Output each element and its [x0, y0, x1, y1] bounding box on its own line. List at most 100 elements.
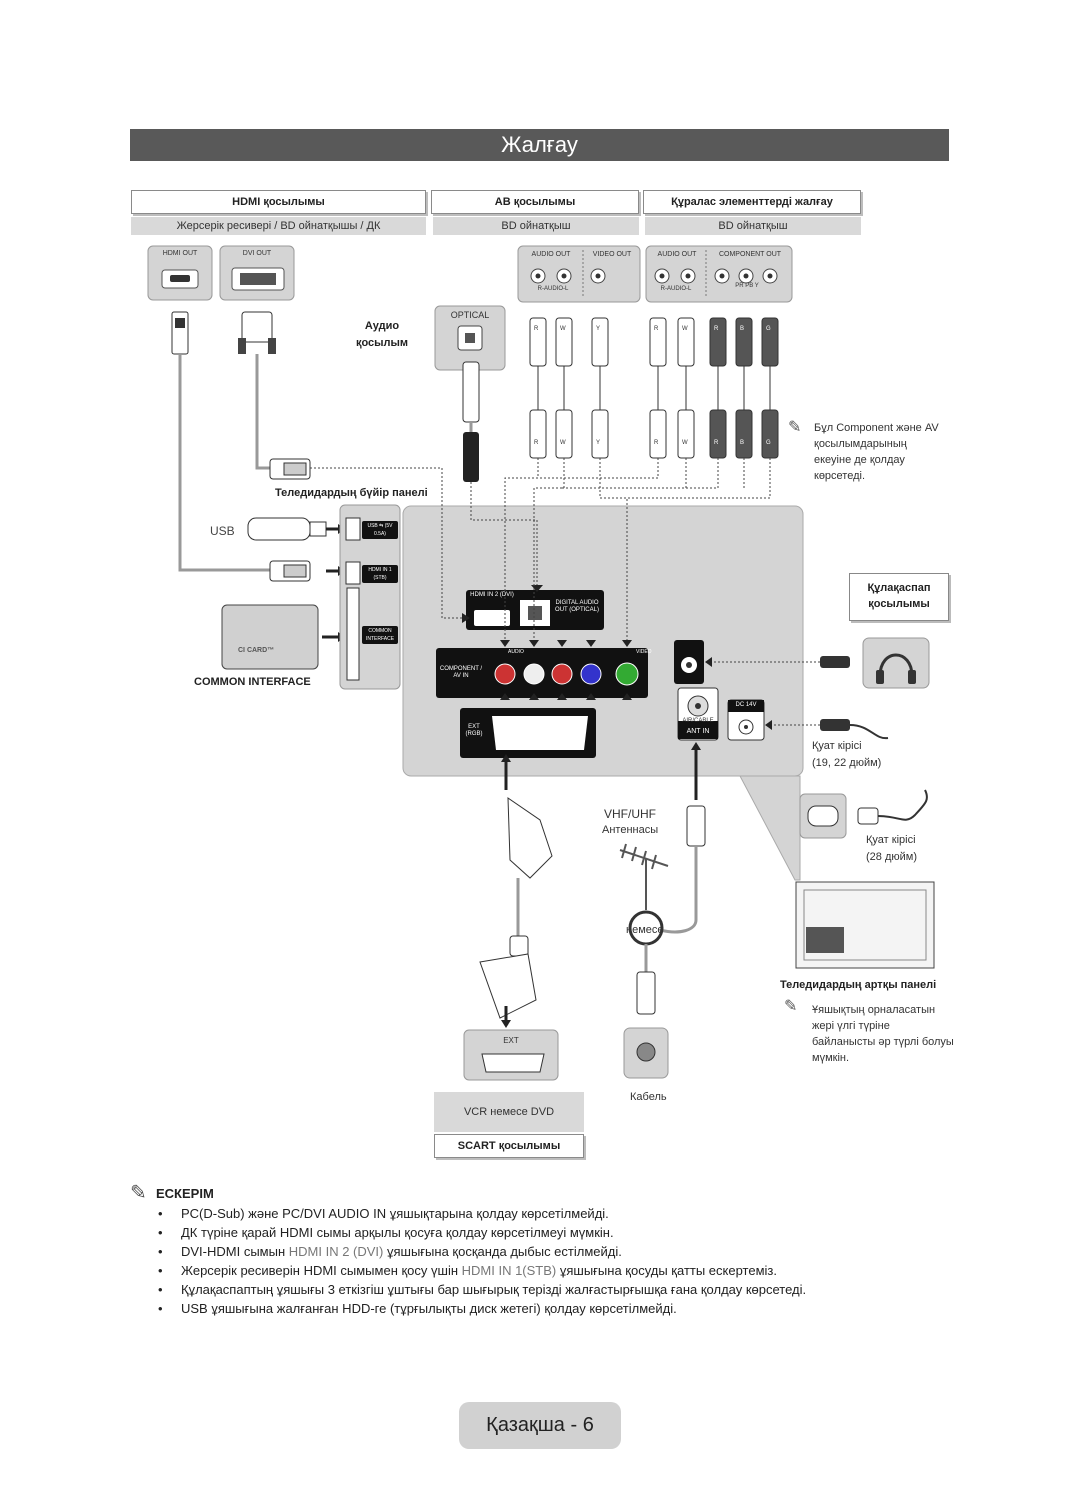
page-number-tab: Қазақша - 6 [459, 1402, 621, 1449]
hdmi-in2-label: HDMI IN 2 (DVI) [470, 592, 514, 598]
dvi-out-label: DVI OUT [242, 250, 272, 257]
plug-letter: B [740, 326, 745, 332]
note-pencil-icon: ✎ [784, 998, 798, 1015]
back-panel-label: Теледидардың артқы панелі [780, 979, 937, 991]
vcr-dvd-label: VCR немесе DVD [434, 1092, 584, 1132]
plug-letter: G [766, 326, 771, 332]
rca-plugs-top [529, 317, 779, 367]
headphone-label-box: Құлақаспап қосылымы [849, 573, 949, 621]
side-panel-label: Теледидардың бүйір панелі [275, 487, 428, 499]
av-connection-header: AB қосылымы [431, 190, 639, 214]
plug-letter: R [534, 440, 539, 446]
hdmi-dotted-route [310, 467, 462, 619]
headphone-box [862, 637, 930, 689]
component-av-note: Бұл Component және AV қосылымдарының еке… [814, 422, 939, 482]
note-item: ДК түріне қарай HDMI сымы арқылы қосуға … [155, 1223, 806, 1242]
usb-stick [247, 517, 311, 541]
plug-letter: R [654, 326, 659, 332]
note-item: PC(D-Sub) және PC/DVI AUDIO IN ұяшықтары… [155, 1204, 806, 1223]
note-item: Жерсерік ресиверін HDMI сымымен қосу үші… [155, 1261, 806, 1280]
dvi-out-port-pins [240, 273, 276, 285]
av-in-pb [580, 663, 602, 685]
component-av-in-label: COMPONENT / AV IN [439, 666, 483, 679]
plug-letter: W [682, 440, 688, 446]
power-in-small-label: Қуат кірісі [812, 740, 862, 752]
notes-list: PC(D-Sub) және PC/DVI AUDIO IN ұяшықтары… [155, 1204, 806, 1318]
digital-audio-out-label: DIGITAL AUDIO OUT (OPTICAL) [555, 600, 599, 613]
scart-connection-header: SCART қосылымы [434, 1134, 584, 1158]
scart-plug-top [507, 797, 553, 879]
note-item: Құлақаспаптың ұяшығы 3 еткізгіш ұштығы б… [155, 1280, 806, 1299]
hdmi-in1-port [345, 561, 361, 585]
av-rca-cables [537, 366, 771, 410]
ci-card [221, 604, 319, 670]
comp-r-audio-l-label: R-AUDIO-L [660, 286, 692, 292]
antenna-connector [686, 805, 706, 847]
scart-plug-bottom [479, 953, 537, 1019]
hdmi-connection-header: HDMI қосылымы [131, 190, 426, 214]
av-in-arrows [500, 640, 632, 700]
headphone-plug [820, 656, 850, 668]
audio-connection-label: Аудио қосылым [355, 320, 409, 349]
av-r-audio-l-label: R-AUDIO-L [537, 286, 569, 292]
note-pencil-icon: ✎ [788, 419, 802, 436]
dc-power-plug [820, 719, 850, 731]
hdmi-devices-label: Жерсерік ресивері / BD ойнатқышы / ДК [131, 217, 426, 235]
av-video-out-label: VIDEO OUT [592, 251, 632, 258]
air-cable-label: AIR/CABLE [682, 718, 714, 724]
tv-back-illustration [795, 881, 935, 969]
ci-slot [346, 587, 360, 681]
ant-in-label: ANT IN [686, 728, 710, 735]
power-inlet [807, 805, 839, 827]
hdmi-out-port-hole [170, 275, 190, 282]
ext-rgb-port [492, 716, 588, 750]
plug-letter: Y [596, 440, 601, 446]
cable-label: Кабель [630, 1091, 667, 1103]
common-interface-port-label: COMMON INTERFACE [362, 626, 398, 644]
audio-in-label: AUDIO [508, 649, 524, 655]
plug-letter: Y [596, 326, 601, 332]
cable-connector [636, 971, 656, 1015]
hdmi-cable [178, 354, 270, 572]
power-in-small-size: (19, 22 дюйм) [812, 757, 882, 769]
optical-plug-top [462, 361, 480, 423]
plug-letter: G [766, 440, 771, 446]
av-in-y-video [615, 662, 639, 686]
av-in-audio-r [494, 663, 516, 685]
common-interface-label: COMMON INTERFACE [194, 676, 311, 688]
plug-letter: R [654, 440, 659, 446]
usb-label: USB [210, 524, 235, 538]
dc-14v-label: DC 14V [735, 702, 757, 708]
rca-plugs-bottom [529, 409, 779, 459]
usb-port-label: USB ⇆ (5V 0.5A) [362, 521, 398, 539]
back-panel-pointer [739, 775, 801, 881]
headphone-icon [878, 653, 914, 677]
power-cord-plug [857, 807, 879, 825]
av-audio-out-label: AUDIO OUT [531, 251, 571, 258]
tv-back-panel-location [806, 927, 844, 953]
plug-letter: R [714, 440, 719, 446]
optical-plug-bottom [463, 432, 479, 482]
power-in-large-label: Қуат кірісі [866, 834, 916, 846]
plug-letter: W [560, 326, 566, 332]
ext-rgb-label: EXT (RGB) [465, 724, 483, 737]
vhf-uhf-label: VHF/UHF [604, 807, 656, 821]
av-device-label: BD ойнатқыш [433, 217, 639, 235]
optical-label: OPTICAL [450, 310, 490, 320]
notes-heading: ЕСКЕРІМ [156, 1186, 214, 1201]
comp-audio-out-label: AUDIO OUT [657, 251, 697, 258]
hdmi-out-label: HDMI OUT [162, 250, 198, 257]
or-label: немесе [626, 924, 664, 936]
component-out-label: COMPONENT OUT [718, 251, 782, 258]
hdmi-in1-label: HDMI IN 1 (STB) [362, 565, 398, 583]
page-title: Жалғау [130, 129, 949, 161]
plug-letter: R [714, 326, 719, 332]
hdmi-in2-port [474, 610, 510, 626]
antenna-cable [659, 846, 698, 934]
vcr-ext-port [481, 1053, 545, 1073]
comp-pr-pb-y-label: PR PB Y [735, 283, 759, 289]
plug-letter: W [682, 326, 688, 332]
component-device-label: BD ойнатқыш [645, 217, 861, 235]
